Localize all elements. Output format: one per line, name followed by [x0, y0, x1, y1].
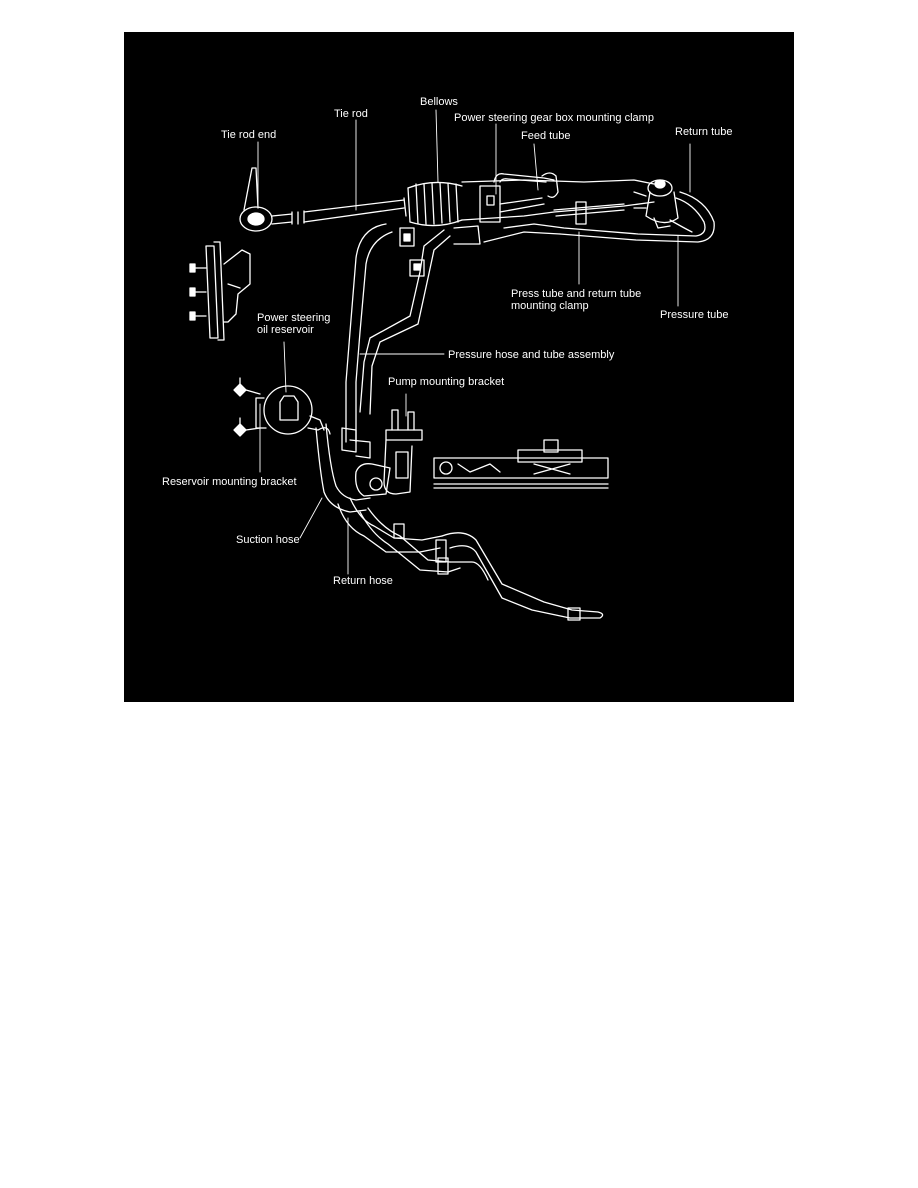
label-pressure-tube: Pressure tube: [660, 309, 729, 321]
label-pressure-hose: Pressure hose and tube assembly: [448, 349, 615, 361]
steering-knuckle: [223, 249, 251, 323]
tie-rod: [303, 199, 405, 223]
steering-system-diagram: Bellows Tie rod Power steering gear box …: [124, 32, 794, 702]
label-reservoir-bracket: Reservoir mounting bracket: [162, 476, 297, 488]
label-gear-box-clamp: Power steering gear box mounting clamp: [454, 112, 654, 124]
label-tie-rod: Tie rod: [334, 108, 368, 120]
return-tube: [503, 191, 715, 243]
label-reservoir: Power steering oil reservoir: [257, 312, 331, 336]
suction-hose: [315, 423, 371, 513]
label-pump-bracket: Pump mounting bracket: [388, 376, 505, 388]
wheel-hub: [189, 241, 225, 341]
pressure-hose-tube-assembly: [345, 223, 451, 443]
leader-lines: [257, 109, 691, 575]
pump-assembly: [341, 409, 423, 497]
tie-rod-end: [239, 167, 305, 232]
pressure-tube: [483, 219, 693, 243]
inset-detail: [433, 439, 609, 489]
return-hose: [337, 497, 604, 621]
label-suction-hose: Suction hose: [236, 534, 300, 546]
diagram-drawing: [189, 109, 715, 621]
label-return-hose: Return hose: [333, 575, 393, 587]
bellows: [403, 181, 463, 227]
label-feed-tube: Feed tube: [521, 130, 571, 142]
label-bellows: Bellows: [420, 96, 458, 108]
label-press-return-clamp: Press tube and return tube mounting clam…: [511, 288, 642, 312]
pinion-valve-body: [633, 179, 679, 229]
label-return-tube: Return tube: [675, 126, 733, 138]
label-tie-rod-end: Tie rod end: [221, 129, 277, 141]
gear-box-housing: [453, 172, 655, 245]
oil-reservoir: [255, 385, 331, 435]
reservoir-mounting-bracket: [233, 377, 261, 437]
